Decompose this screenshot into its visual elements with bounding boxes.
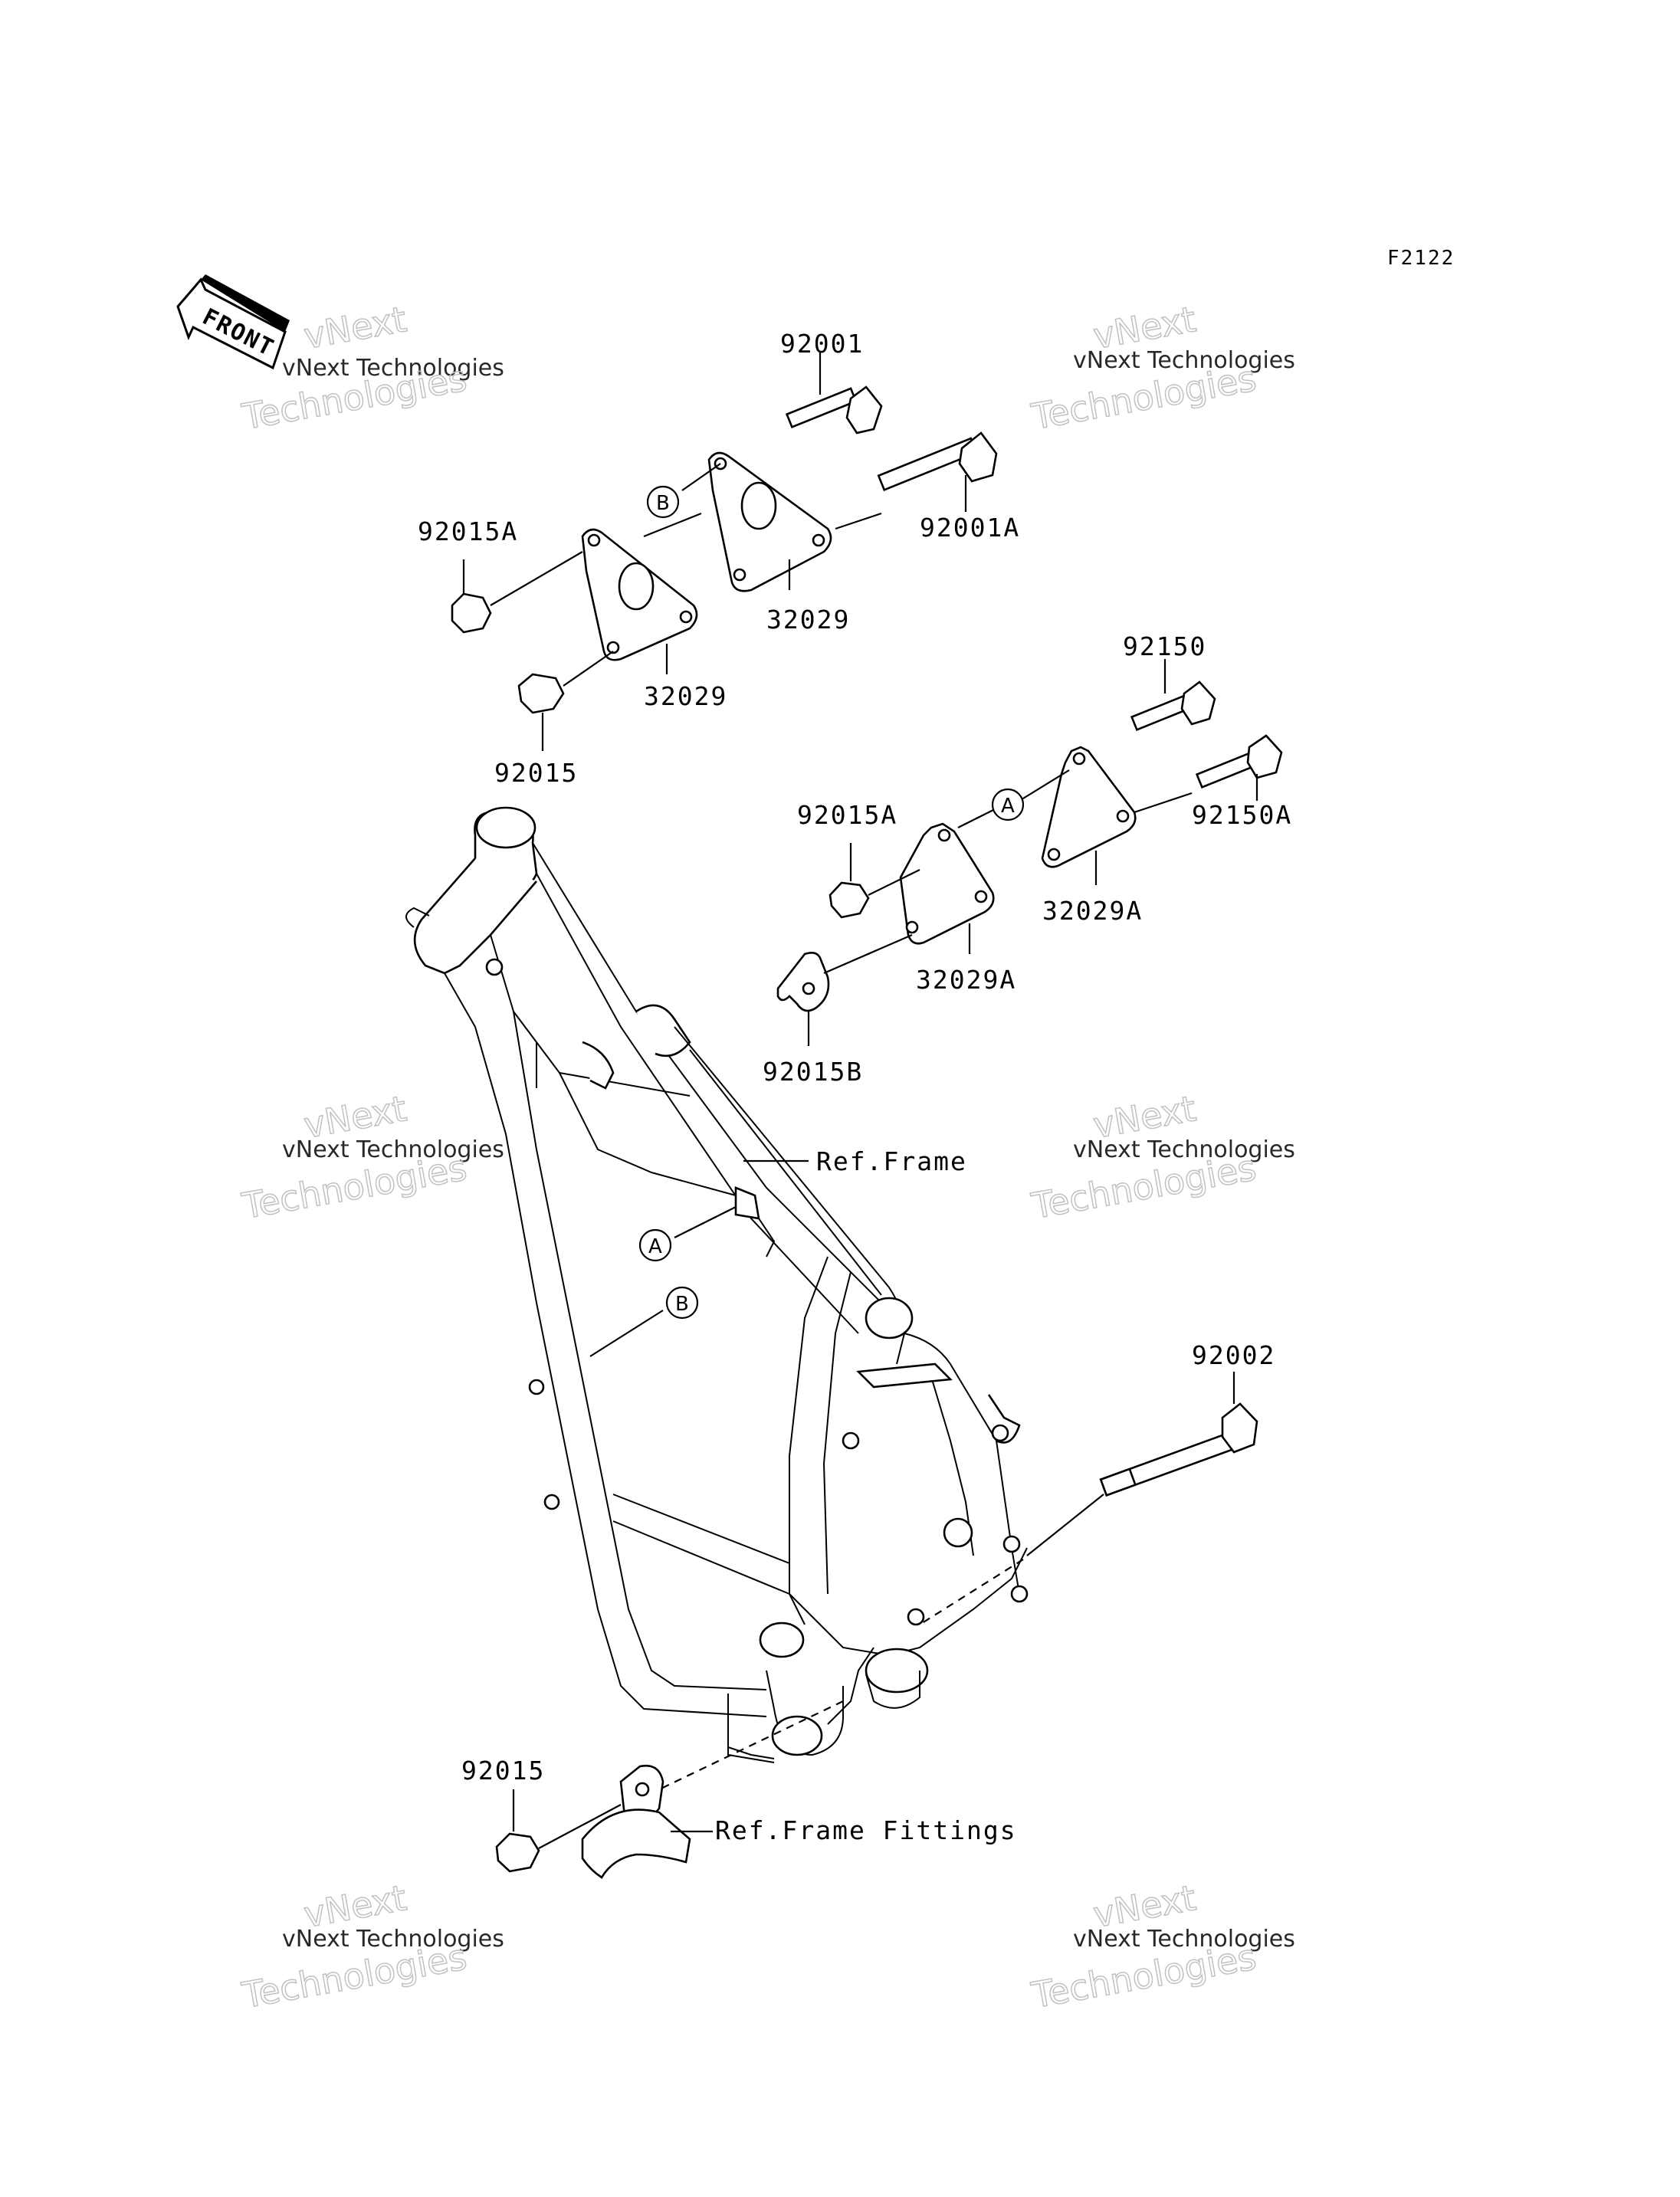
- svg-text:vNext Technologies: vNext Technologies: [282, 1136, 504, 1163]
- bracket-32029-lower-icon: [581, 528, 698, 661]
- watermark-5: vNext Technologies vNext Technologies: [238, 1877, 504, 2017]
- bolt-92002-icon: [1099, 1402, 1258, 1497]
- label-92002: 92002: [1192, 1340, 1275, 1370]
- marker-b-frame: [665, 1286, 699, 1320]
- watermark-6: vNext Technologies vNext Technologies: [1028, 1877, 1295, 2017]
- bolt-92001-icon: [785, 385, 883, 434]
- svg-text:vNext Technologies: vNext Technologies: [282, 1926, 504, 1953]
- bracket-32029A-left-icon: [899, 822, 995, 945]
- label-92001: 92001: [780, 329, 864, 359]
- label-92150A: 92150A: [1192, 800, 1292, 830]
- nut-92015A-top-icon: [451, 592, 492, 634]
- frame-fitting-icon: [581, 1764, 691, 1879]
- svg-text:vNext Technologies: vNext Technologies: [282, 355, 504, 382]
- label-32029-lower: 32029: [644, 681, 727, 711]
- ref-frame-fittings-label: Ref.Frame Fittings: [715, 1815, 1017, 1845]
- svg-text:A: A: [1001, 795, 1015, 818]
- svg-text:B: B: [675, 1293, 689, 1316]
- label-92150: 92150: [1123, 631, 1206, 661]
- marker-b-top: [646, 485, 680, 519]
- label-92015A-top: 92015A: [418, 516, 518, 546]
- frame-icon: [405, 806, 1029, 1763]
- collar-92015B-icon: [776, 952, 830, 1012]
- svg-text:vNext: vNext: [301, 298, 410, 357]
- nut-92015-top-icon: [517, 673, 565, 714]
- label-92015A-mid: 92015A: [797, 800, 897, 830]
- marker-a-frame: [638, 1228, 672, 1262]
- nut-92015A-mid-icon: [829, 881, 870, 919]
- bolt-92150A-icon: [1195, 734, 1283, 789]
- bolt-92001A-icon: [877, 431, 998, 491]
- watermark-2: vNext Technologies vNext Technologies: [1028, 298, 1295, 438]
- svg-text:A: A: [648, 1235, 662, 1258]
- bracket-32029A-right-icon: [1041, 746, 1137, 868]
- label-32029-upper: 32029: [766, 605, 850, 635]
- label-92001A: 92001A: [920, 513, 1020, 543]
- label-32029A-right: 32029A: [1042, 896, 1143, 926]
- label-92015-top: 92015: [494, 758, 578, 788]
- svg-text:vNext Technologies: vNext Technologies: [1073, 347, 1295, 374]
- front-arrow-icon: FRONT: [176, 274, 290, 370]
- svg-text:vNext Technologies: vNext Technologies: [1073, 1926, 1295, 1953]
- bracket-32029-upper-icon: [707, 451, 832, 592]
- label-92015-bottom: 92015: [461, 1756, 545, 1785]
- svg-text:B: B: [656, 492, 670, 515]
- nut-92015-bottom-icon: [495, 1832, 540, 1873]
- diagram-code: F2122: [1387, 247, 1455, 270]
- ref-frame-label: Ref.Frame: [816, 1146, 967, 1176]
- label-92015B: 92015B: [763, 1057, 863, 1087]
- marker-a-mid: [991, 788, 1025, 821]
- bolt-92150-icon: [1130, 680, 1216, 732]
- label-32029A-left: 32029A: [916, 965, 1016, 995]
- watermark-4: vNext Technologies vNext Technologies: [1028, 1087, 1295, 1228]
- svg-text:vNext Technologies: vNext Technologies: [1073, 1136, 1295, 1163]
- watermark-3: vNext Technologies vNext Technologies: [238, 1087, 504, 1228]
